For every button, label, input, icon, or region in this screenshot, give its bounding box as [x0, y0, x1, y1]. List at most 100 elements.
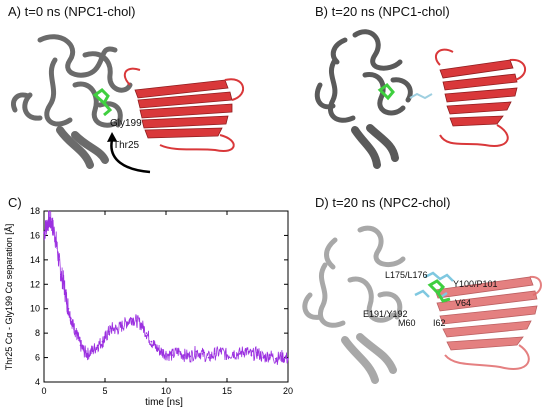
npc1-protein-ribbon: [314, 29, 413, 169]
series-point: [87, 353, 89, 355]
series-point: [55, 240, 58, 243]
x-axis-label: time [ns]: [145, 397, 183, 408]
series-point: [126, 321, 128, 324]
series-point: [171, 354, 174, 357]
series-point: [262, 356, 265, 359]
series-point: [155, 346, 158, 349]
series-point: [47, 218, 50, 221]
y-tick-label: 6: [35, 353, 40, 363]
panel-a-structure-image: Gly199 Thr25: [11, 34, 244, 174]
series-point: [96, 344, 99, 347]
panel-c: C) 0 5 10 15 20 4 6 8 10 12 14 16 18 time [ns] Thr25…: [0, 195, 300, 410]
npc2-protein-ribbon: [134, 79, 233, 139]
series-point: [101, 340, 104, 343]
series-point: [67, 307, 70, 310]
approach-arrow: [110, 139, 151, 174]
series-point: [121, 324, 123, 327]
series-point: [77, 337, 80, 339]
series-point: [250, 354, 253, 357]
series-point: [287, 357, 289, 360]
residue-label-i62: I62: [433, 318, 446, 328]
panel-b-label: B) t=20 ns (NPC1-chol): [315, 4, 450, 19]
approach-arrow-head: [107, 132, 117, 142]
series-point: [274, 357, 277, 360]
series-point: [213, 353, 216, 355]
series-point: [72, 324, 75, 327]
series-point: [107, 331, 110, 333]
series-point: [43, 232, 45, 234]
series-point: [60, 273, 62, 276]
y-tick-label: 14: [30, 255, 40, 265]
panel-d-structure-image: L175/L176 Y100/P101 V64 E191/Y192 M60 I6…: [302, 225, 542, 384]
panel-d-label: D) t=20 ns (NPC2-chol): [315, 195, 451, 210]
npc1-protein-ribbon: [11, 34, 133, 169]
series-point: [111, 327, 114, 330]
series-point: [232, 351, 235, 354]
series-point: [50, 221, 53, 223]
npc2-protein-ribbon: [434, 276, 538, 351]
panel-b-structure-image: [314, 29, 526, 169]
series-point: [281, 355, 283, 358]
panel-b: B) t=20 ns (NPC1-chol): [275, 0, 550, 180]
series-point: [183, 354, 186, 357]
residue-label-l175-l176: L175/L176: [385, 270, 428, 280]
npc1-protein-ribbon: [302, 225, 406, 384]
series-point: [79, 344, 82, 347]
series-point: [104, 337, 106, 339]
series-point: [140, 323, 143, 326]
series-point: [145, 332, 148, 335]
series-point: [45, 224, 48, 227]
series-point: [201, 353, 204, 355]
series-point: [226, 354, 228, 357]
cholesterol-ligand: [377, 82, 395, 101]
y-tick-label: 8: [35, 328, 40, 338]
series-point: [74, 331, 77, 333]
series-point: [69, 317, 72, 320]
series-point: [195, 350, 198, 353]
series-point: [91, 349, 94, 352]
series-point: [177, 350, 180, 353]
panel-d: D) t=20 ns (NPC2-chol): [275, 195, 550, 410]
series-point: [83, 350, 86, 353]
series-point: [256, 351, 259, 354]
series-point: [65, 295, 67, 298]
series-point: [238, 353, 241, 355]
x-tick-label: 15: [222, 386, 232, 396]
y-tick-label: 16: [30, 230, 40, 240]
gly199-annotation: Gly199: [110, 118, 142, 129]
series-point: [130, 317, 133, 320]
x-tick-label: 20: [283, 386, 293, 396]
series-point: [189, 355, 192, 358]
y-tick-label: 18: [30, 206, 40, 216]
y-tick-label: 10: [30, 304, 40, 314]
series-line: [43, 210, 289, 365]
series-point: [135, 320, 138, 322]
series-point: [220, 350, 222, 353]
series-point: [62, 280, 65, 283]
x-tick-label: 0: [41, 386, 46, 396]
panel-a: A) t=0 ns (NPC1-chol): [0, 0, 275, 180]
series-point: [160, 350, 163, 353]
series-point: [52, 229, 55, 232]
series-point: [165, 353, 167, 355]
residue-label-y100-p101: Y100/P101: [453, 279, 498, 289]
y-tick-label: 12: [30, 279, 40, 289]
series-point: [244, 349, 247, 352]
y-tick-label: 4: [35, 377, 40, 387]
cholesterol-ligand: [92, 88, 113, 117]
residue-label-m60: M60: [398, 318, 416, 328]
series-point: [116, 328, 119, 331]
series-point: [268, 354, 271, 357]
series-point: [150, 340, 153, 343]
residue-label-e191-y192: E191/Y192: [363, 309, 408, 319]
y-axis-label: Thr25 Cα - Gly199 Cα separation [Å]: [4, 224, 14, 370]
x-tick-label: 10: [161, 386, 171, 396]
npc2-protein-ribbon: [439, 59, 518, 127]
x-tick-label: 5: [102, 386, 107, 396]
panel-c-label: C): [8, 195, 22, 210]
residue-label-v64: V64: [455, 298, 471, 308]
panel-a-label: A) t=0 ns (NPC1-chol): [8, 4, 136, 19]
series-point: [57, 258, 60, 261]
series-point: [207, 356, 210, 359]
separation-chart: 0 5 10 15 20 4 6 8 10 12 14 16 18 time [ns] Thr25 Cα…: [4, 206, 293, 408]
